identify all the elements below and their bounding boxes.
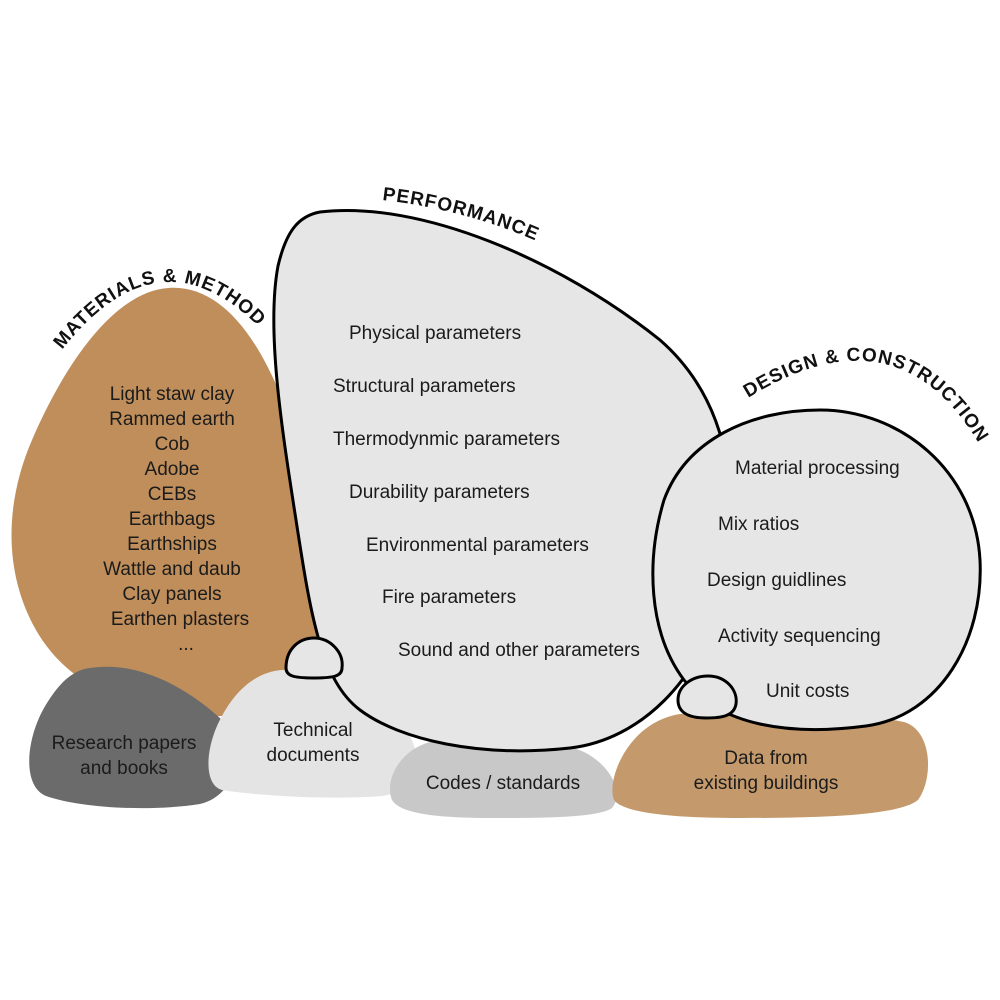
- data-existing-buildings-label: Data from: [724, 748, 807, 769]
- performance-item: Fire parameters: [382, 587, 516, 608]
- small-pebble-left: [284, 636, 344, 680]
- design-item: Activity sequencing: [718, 626, 881, 647]
- data-existing-buildings-label: existing buildings: [694, 773, 839, 794]
- materials-item: Cob: [155, 434, 190, 455]
- materials-item: Adobe: [145, 459, 200, 480]
- design-construction-stone: [651, 408, 982, 731]
- performance-item: Durability parameters: [349, 482, 530, 503]
- materials-item: Rammed earth: [109, 409, 235, 430]
- materials-item: Earthships: [127, 534, 217, 555]
- materials-methods-stone: [11, 287, 330, 717]
- design-item: Material processing: [735, 458, 900, 479]
- technical-documents-label: documents: [267, 745, 360, 766]
- materials-item: Clay panels: [122, 584, 221, 605]
- codes-standards-label: Codes / standards: [426, 773, 580, 794]
- data-existing-buildings-stone: [612, 711, 929, 818]
- performance-item: Sound and other parameters: [398, 640, 640, 661]
- performance-item: Environmental parameters: [366, 535, 589, 556]
- performance-stone: [272, 209, 733, 753]
- codes-standards-stone: [389, 736, 617, 818]
- performance-list: Physical parameters Structural parameter…: [333, 323, 640, 661]
- materials-item: CEBs: [148, 484, 197, 505]
- materials-item: Light staw clay: [110, 384, 235, 405]
- design-item: Mix ratios: [718, 514, 799, 535]
- performance-item: Thermodynmic parameters: [333, 429, 560, 450]
- materials-item: Wattle and daub: [103, 559, 241, 580]
- small-pebble-right: [676, 674, 738, 720]
- research-papers-label: Research papers: [52, 733, 197, 754]
- research-papers-stone: [29, 666, 236, 809]
- performance-item: Physical parameters: [349, 323, 521, 344]
- technical-documents-label: Technical: [273, 720, 352, 741]
- materials-item: Earthen plasters: [111, 609, 249, 630]
- materials-item-ellipsis: ...: [178, 634, 194, 655]
- design-item: Unit costs: [766, 681, 849, 702]
- performance-item: Structural parameters: [333, 376, 516, 397]
- materials-methods-list: Light staw clay Rammed earth Cob Adobe C…: [103, 384, 249, 655]
- materials-item: Earthbags: [129, 509, 216, 530]
- research-papers-label: and books: [80, 758, 168, 779]
- design-item: Design guidlines: [707, 570, 846, 591]
- design-construction-list: Material processing Mix ratios Design gu…: [707, 458, 900, 702]
